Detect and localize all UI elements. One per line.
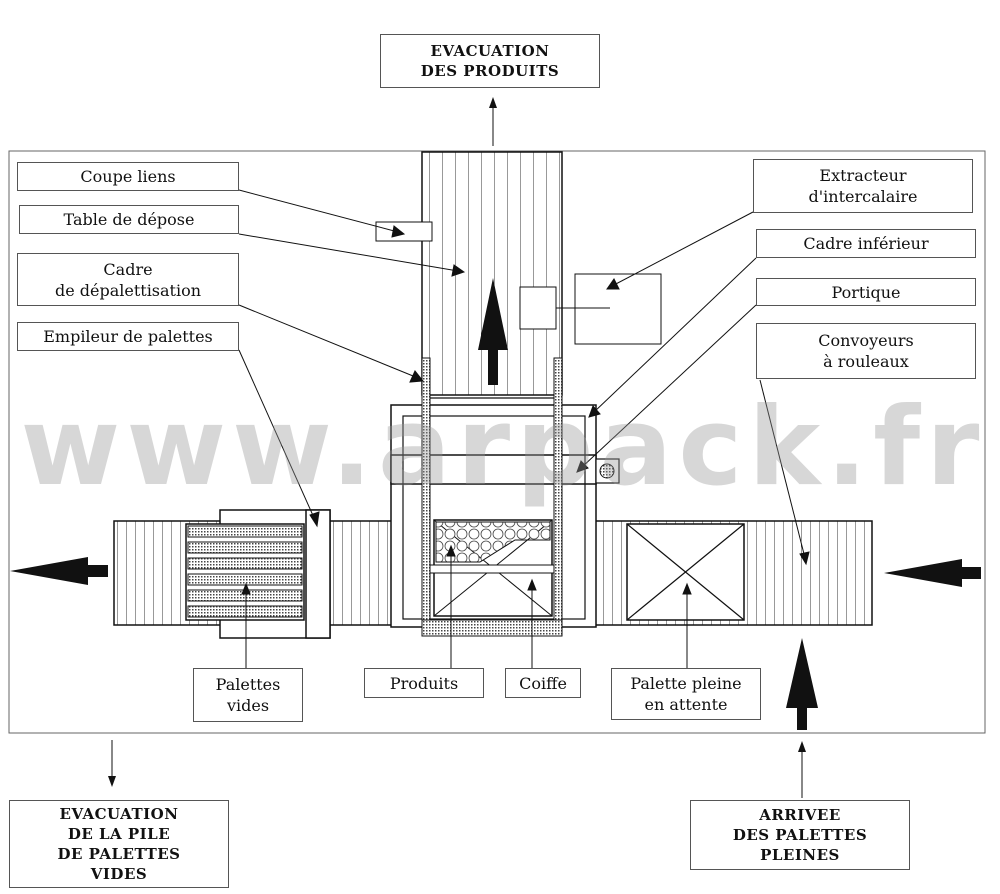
arrow-left-icon [884,559,981,587]
arrow-up-icon [786,638,818,730]
empty-pallet [187,541,303,554]
label-cadre-depalettisation: Cadre de dépalettisation [17,253,239,306]
installation-frame [8,150,986,734]
pallet-stack [187,525,303,618]
empty-pallet [187,557,303,570]
label-evacuation-produits: EVACUATION DES PRODUITS [380,34,600,88]
arrow-up-icon [478,278,508,385]
arrow-left-icon [10,557,108,585]
label-convoyeurs: Convoyeurs à rouleaux [756,323,976,379]
label-coiffe: Coiffe [505,668,581,698]
empty-pallet [187,573,303,586]
extracteur-box [574,273,662,345]
empileur-column [305,509,331,639]
leader-lines [238,189,810,669]
label-extracteur: Extracteur d'intercalaire [753,159,973,213]
coiffe-plate [429,564,555,574]
label-empileur: Empileur de palettes [17,322,239,351]
arrow-up-icon [798,741,806,752]
label-cadre-inferieur: Cadre inférieur [756,229,976,258]
depal-right-rail [553,357,563,629]
roller-icon [599,463,615,479]
label-palettes-vides: Palettes vides [193,668,303,722]
label-table-depose: Table de dépose [19,205,239,234]
label-coupe-liens: Coupe liens [17,162,239,191]
depal-left-rail [421,357,431,629]
label-palette-pleine: Palette pleine en attente [611,668,761,720]
label-portique: Portique [756,278,976,306]
arrow-down-icon [108,776,116,787]
label-evacuation-pile: EVACUATION DE LA PILE DE PALETTES VIDES [9,800,229,888]
label-arrivee: ARRIVEE DES PALETTES PLEINES [690,800,910,870]
label-produits: Produits [364,668,484,698]
extracteur-head [519,286,557,330]
cadre-inferieur [402,415,586,620]
table-depose-box [375,221,433,242]
depal-bottom-rail [421,619,563,637]
empty-pallet [187,605,303,618]
empty-pallet [187,525,303,538]
arrow-up-icon [489,97,497,108]
produits [435,521,551,563]
